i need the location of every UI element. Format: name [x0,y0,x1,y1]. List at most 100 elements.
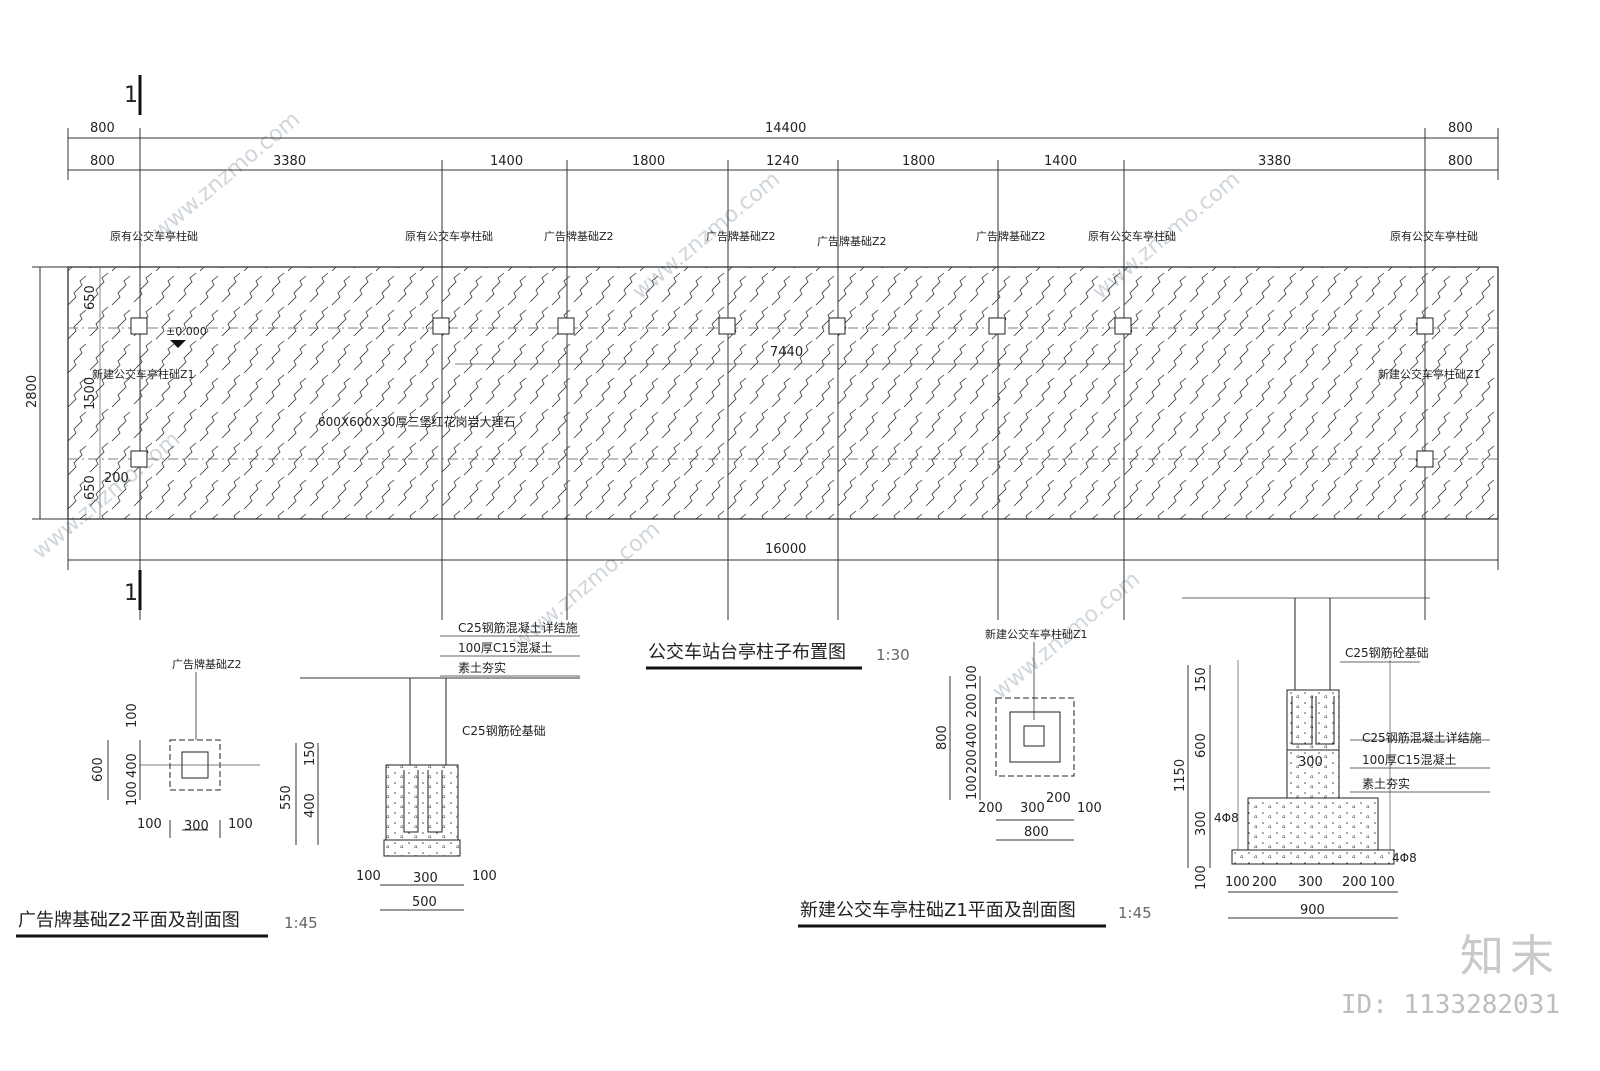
dim-text: 800 [90,154,115,169]
column-label: 广告牌基础Z2 [817,234,887,248]
elevation-marker: ±0.000 [166,325,207,348]
z2-plan-label: 广告牌基础Z2 [172,657,242,671]
dim-text: 800 [90,121,115,136]
dim-text: 800 [935,725,950,750]
z1-plan-label: 新建公交车亭柱础Z1 [985,627,1088,641]
dim-text: 1240 [766,154,799,169]
brand-logo: 知末 [1460,931,1560,982]
plan-left-dim-text: 2800 650 1500 650 [25,285,98,500]
column-label: 原有公交车亭柱础 [405,229,493,243]
platform-slab [67,266,1499,520]
dim-text: 650 [83,475,98,500]
dim-text: 600 [1194,733,1209,758]
dim-text: 100 [1194,865,1209,890]
dim-text: 2800 [25,375,40,408]
column-label: 广告牌基础Z2 [544,229,614,243]
z2-scale: 1:45 [284,914,318,932]
z2-base-note: C25钢筋砼基础 [462,723,546,738]
dim-text: 300 [1194,811,1209,836]
dim-text: 800 [1448,154,1473,169]
z1-rebar-note: 4Φ8 [1214,811,1239,825]
dim-text: 100 [137,817,162,832]
material-note: 600X600X30厚三堡红花岗岩大理石 [318,414,516,429]
dim-text: 7440 [770,345,803,360]
dim-text: 100 [1370,875,1395,890]
watermark-text: www.znzmo.com [148,107,305,245]
plan-title-group: 公交车站台亭柱子布置图 1:30 [646,642,910,670]
dim-text: 800 [1448,121,1473,136]
dim-text: 200 [965,749,980,774]
plan-title: 公交车站台亭柱子布置图 [648,642,846,663]
column-label: 广告牌基础Z2 [706,229,776,243]
plan-inner-labels: 新建公交车亭柱础Z1 新建公交车亭柱础Z1 7440 600X600X30厚三堡… [92,345,1481,486]
z2-section-note: 素土夯实 [458,660,506,675]
dim-text: 16000 [765,542,806,557]
new-column-label: 新建公交车亭柱础Z1 [92,367,195,381]
dim-text: 200 [104,471,129,486]
z1-title: 新建公交车亭柱础Z1平面及剖面图 [800,900,1076,921]
z1-section: C25钢筋砼基础 300 C25钢筋混凝土详结施 100厚C15混凝土 素土夯实… [1173,597,1490,919]
dim-text: 400 [965,723,980,748]
dim-text: 400 [125,753,140,778]
z2-title: 广告牌基础Z2平面及剖面图 [18,910,240,931]
z1-rebar-note: 4Φ8 [1392,851,1417,865]
dim-text: 300 [1298,755,1323,770]
elevation-text: ±0.000 [166,325,207,338]
new-column-label: 新建公交车亭柱础Z1 [1378,367,1481,381]
dim-text: 300 [1298,875,1323,890]
column-label: 广告牌基础Z2 [976,229,1046,243]
z2-plan: 广告牌基础Z2 100 400 100 600 100 300 100 [91,657,260,838]
column-label: 原有公交车亭柱础 [1088,229,1176,243]
dim-text: 800 [1024,825,1049,840]
dim-text: 100 [356,869,381,884]
column-squares [130,317,1434,468]
dim-text: 500 [412,895,437,910]
z2-section-note: 100厚C15混凝土 [458,640,553,655]
section-mark-number: 1 [124,83,138,108]
z1-base-note: C25钢筋砼基础 [1345,645,1429,660]
dim-text: 550 [279,785,294,810]
dim-text: 100 [1225,875,1250,890]
dim-text: 100 [472,869,497,884]
dim-text: 200 [978,801,1003,816]
dim-text: 200 [965,693,980,718]
z1-scale: 1:45 [1118,904,1152,922]
dim-text: 1400 [1044,154,1077,169]
dim-text: 200 [1046,791,1071,806]
plan-left-dimensions [32,266,68,520]
z1-section-note: 100厚C15混凝土 [1362,752,1457,767]
plan-column-labels: 原有公交车亭柱础 原有公交车亭柱础 广告牌基础Z2 广告牌基础Z2 广告牌基础Z… [110,229,1478,248]
dim-text: 3380 [1258,154,1291,169]
dim-text: 1800 [902,154,935,169]
dim-text: 150 [303,741,318,766]
z1-plan: 新建公交车亭柱础Z1 100 200 400 200 100 800 200 3… [935,627,1102,841]
dim-text: 1400 [490,154,523,169]
section-mark-number: 1 [124,581,138,606]
dim-text: 900 [1300,903,1325,918]
dim-text: 100 [965,775,980,800]
dim-text: 100 [125,703,140,728]
column-label: 原有公交车亭柱础 [110,229,198,243]
dim-text: 300 [1020,801,1045,816]
dim-text: 200 [1342,875,1367,890]
z2-title-group: 广告牌基础Z2平面及剖面图 1:45 [16,910,318,938]
dim-text: 3380 [273,154,306,169]
section-mark-top: 1 [124,75,142,115]
dim-text: 100 [965,665,980,690]
z1-section-note: C25钢筋混凝土详结施 [1362,730,1482,745]
z2-section-note: C25钢筋混凝土详结施 [458,620,578,635]
dim-text: 200 [1252,875,1277,890]
dim-text: 1800 [632,154,665,169]
z1-section-note: 素土夯实 [1362,776,1410,791]
dim-text: 100 [228,817,253,832]
plan-bottom-dimension [67,519,1499,570]
dim-text: 100 [125,781,140,806]
dim-text: 650 [83,285,98,310]
section-mark-bottom: 1 [124,570,142,610]
dim-text: 1500 [83,377,98,410]
dim-text: 300 [184,819,209,834]
dim-text: 400 [303,793,318,818]
z1-title-group: 新建公交车亭柱础Z1平面及剖面图 1:45 [798,900,1152,928]
dim-text: 600 [91,757,106,782]
